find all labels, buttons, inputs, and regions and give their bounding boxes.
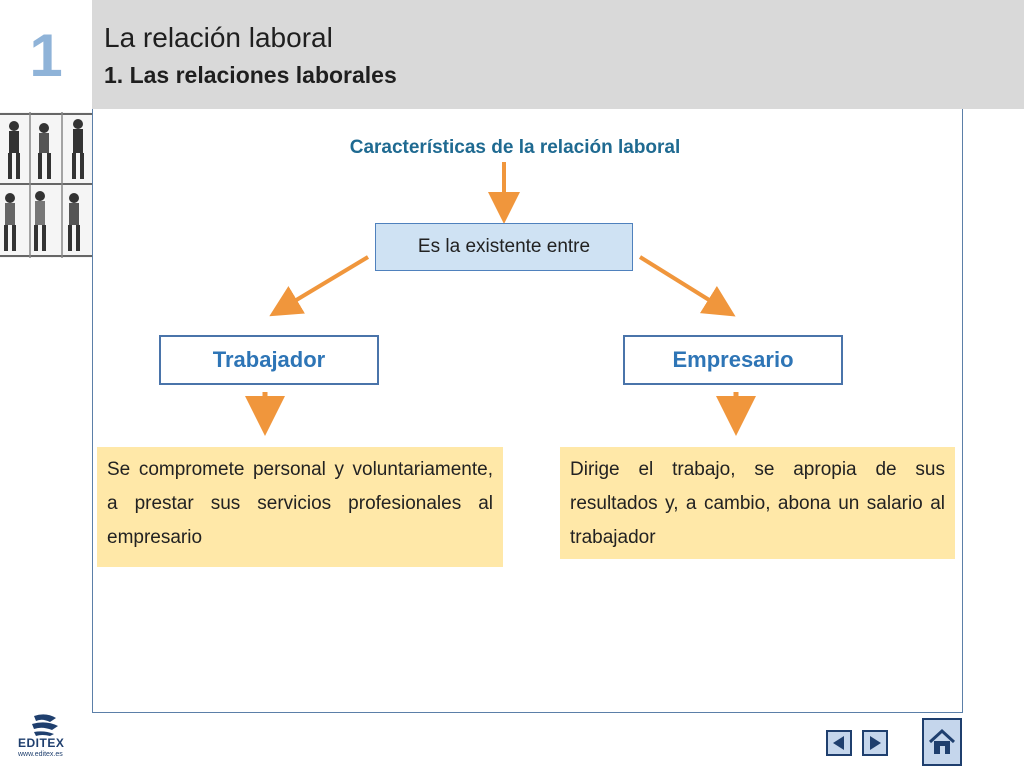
chapter-number: 1 — [29, 21, 63, 89]
trabajador-node: Trabajador — [159, 335, 379, 385]
triangle-left-icon — [833, 736, 844, 750]
empresario-node: Empresario — [623, 335, 843, 385]
slide-subtitle: 1. Las relaciones laborales — [104, 62, 397, 88]
arrow-center-to-trabajador — [269, 255, 370, 317]
trabajador-description: Se compromete personal y voluntariamente… — [97, 447, 503, 567]
header-bar — [92, 0, 1024, 109]
center-node: Es la existente entre — [375, 223, 633, 271]
next-slide-button[interactable] — [862, 730, 888, 756]
previous-slide-button[interactable] — [826, 730, 852, 756]
content-frame — [92, 109, 963, 713]
editex-logo-icon — [32, 714, 58, 736]
triangle-right-icon — [870, 736, 881, 750]
house-icon — [928, 728, 956, 754]
diagram-heading: Características de la relación laboral — [349, 137, 681, 158]
slide-title: La relación laboral — [104, 22, 333, 53]
empresario-description: Dirige el trabajo, se apropia de sus res… — [560, 447, 955, 559]
logo-url: www.editex.es — [18, 751, 63, 758]
home-button[interactable] — [922, 718, 962, 766]
people-silhouettes-image — [0, 112, 92, 258]
arrow-center-to-empresario — [638, 255, 736, 317]
logo-text: EDITEX — [18, 736, 65, 750]
